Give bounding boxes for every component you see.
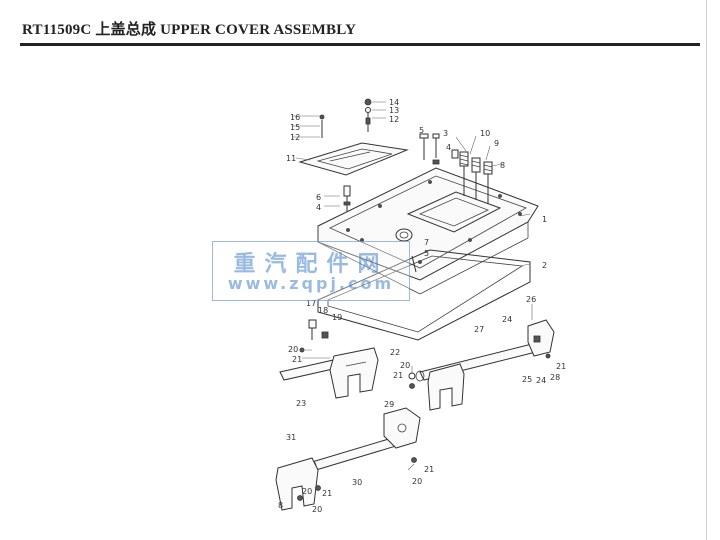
callout-2: 2 — [542, 261, 547, 270]
callout-26: 26 — [526, 295, 536, 304]
callout-24: 24 — [502, 315, 512, 324]
callout-5: 5 — [419, 126, 424, 135]
callout-20: 20 — [288, 345, 298, 354]
watermark: 重汽配件网 www.zqpj.com — [212, 241, 410, 301]
callout-21b: 21 — [393, 371, 403, 380]
callout-24b: 24 — [536, 376, 546, 385]
callout-4b: 4 — [316, 203, 321, 212]
callout-20e: 20 — [312, 505, 322, 514]
callout-14: 14 — [389, 98, 399, 107]
breather — [343, 185, 351, 212]
callout-numbers: 14 13 12 16 15 12 11 5 3 10 4 9 8 6 4 1 … — [278, 98, 566, 514]
callout-3: 3 — [443, 129, 448, 138]
watermark-url: www.zqpj.com — [227, 274, 395, 293]
callout-23: 23 — [296, 399, 306, 408]
upper-cover-housing — [317, 167, 539, 295]
callout-7: 7 — [424, 238, 429, 247]
callout-4: 4 — [446, 143, 451, 152]
callout-27: 27 — [474, 325, 484, 334]
callout-6: 6 — [316, 193, 321, 202]
callout-21e: 21 — [322, 489, 332, 498]
callout-5b: 5 — [424, 249, 429, 258]
callout-1: 1 — [542, 215, 547, 224]
watermark-text: 重汽配件网 — [233, 252, 389, 277]
small-cover-plate — [298, 142, 409, 176]
shift-fork-left — [329, 347, 379, 399]
cover-bolts — [419, 133, 459, 165]
plug — [395, 228, 417, 273]
callout-30: 30 — [352, 478, 362, 487]
shift-fork-bottom — [275, 457, 319, 511]
callout-20b: 20 — [400, 361, 410, 370]
page-edge — [706, 0, 707, 540]
callout-9: 9 — [494, 139, 499, 148]
callout-25: 25 — [522, 375, 532, 384]
callout-12b: 12 — [290, 133, 300, 142]
cover-gasket — [317, 249, 531, 341]
callout-8b: 8 — [278, 501, 283, 510]
shift-block-29 — [383, 407, 421, 449]
detent-springs — [459, 151, 493, 204]
callout-31: 31 — [286, 433, 296, 442]
callout-12: 12 — [389, 115, 399, 124]
callout-15: 15 — [290, 123, 300, 132]
callout-29: 29 — [384, 400, 394, 409]
callout-13: 13 — [389, 106, 399, 115]
callout-17: 17 — [306, 299, 316, 308]
callout-21: 21 — [292, 355, 302, 364]
callout-21d: 21 — [424, 465, 434, 474]
shift-block-right — [527, 319, 555, 357]
callout-20d: 20 — [302, 487, 312, 496]
callout-18: 18 — [318, 306, 328, 315]
page-title: RT11509C 上盖总成 UPPER COVER ASSEMBLY — [22, 22, 357, 38]
small-hardware — [297, 319, 551, 501]
callout-19: 19 — [332, 313, 342, 322]
callout-16: 16 — [290, 113, 300, 122]
callout-21c: 21 — [556, 362, 566, 371]
callout-10: 10 — [480, 129, 490, 138]
leader-lines — [292, 101, 533, 471]
shift-fork-middle — [427, 363, 465, 411]
callout-20c: 20 — [412, 477, 422, 486]
callout-8: 8 — [500, 161, 505, 170]
callout-28: 28 — [550, 373, 560, 382]
small-screws — [319, 98, 372, 138]
callout-22: 22 — [390, 348, 400, 357]
callout-11: 11 — [286, 154, 296, 163]
shift-rails — [279, 341, 545, 472]
header-rule — [20, 43, 700, 46]
